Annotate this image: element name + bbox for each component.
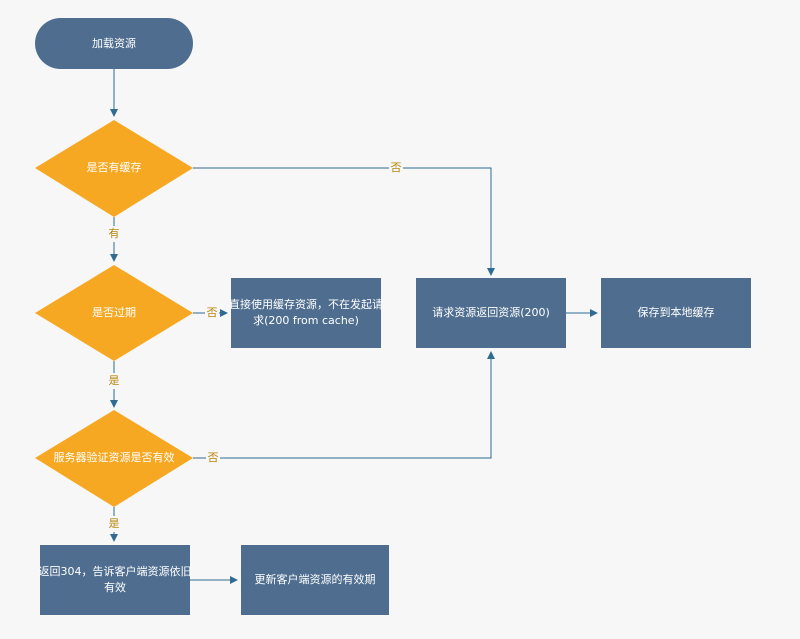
decision-expired: 是否过期: [35, 265, 193, 361]
decision-has-cache: 是否有缓存: [35, 120, 193, 217]
edge-label-no-cache: 否: [389, 160, 403, 176]
edge-label-invalid: 否: [206, 450, 220, 466]
svg-text:请求资源返回资源(200): 请求资源返回资源(200): [432, 305, 550, 319]
svg-text:求(200 from cache): 求(200 from cache): [253, 314, 359, 327]
edge-label-not-expired: 否: [205, 305, 219, 321]
svg-text:是: 是: [109, 517, 120, 530]
edge-label-valid: 是: [107, 516, 121, 532]
svg-text:返回304，告诉客户端资源依旧: 返回304，告诉客户端资源依旧: [39, 564, 192, 578]
process-request: 请求资源返回资源(200): [416, 278, 566, 348]
process-save: 保存到本地缓存: [601, 278, 751, 348]
edge-has-cache-to-request: [193, 167, 495, 276]
svg-text:是: 是: [109, 374, 120, 387]
svg-text:服务器验证资源是否有效: 服务器验证资源是否有效: [54, 450, 175, 464]
edge-label-is-expired: 是: [107, 373, 121, 389]
start-node: 加载资源: [35, 18, 193, 69]
edge-validate-to-request: [193, 351, 495, 459]
svg-text:是否有缓存: 是否有缓存: [87, 160, 142, 174]
svg-text:否: 否: [391, 161, 402, 174]
svg-text:保存到本地缓存: 保存到本地缓存: [638, 305, 715, 319]
edge-label-has: 有: [107, 226, 121, 242]
process-update: 更新客户端资源的有效期: [241, 545, 389, 615]
process-return304: 返回304，告诉客户端资源依旧 有效: [39, 545, 192, 615]
svg-text:是否过期: 是否过期: [92, 306, 136, 319]
svg-text:有: 有: [109, 226, 120, 240]
svg-text:更新客户端资源的有效期: 更新客户端资源的有效期: [255, 572, 376, 586]
process-use-cache: 直接使用缓存资源，不在发起请 求(200 from cache): [229, 278, 383, 348]
svg-text:直接使用缓存资源，不在发起请: 直接使用缓存资源，不在发起请: [229, 297, 383, 311]
decision-validate: 服务器验证资源是否有效: [35, 410, 193, 507]
svg-text:有效: 有效: [104, 580, 126, 594]
svg-text:否: 否: [208, 451, 219, 464]
svg-text:否: 否: [207, 306, 218, 319]
svg-text:加载资源: 加载资源: [92, 36, 136, 50]
